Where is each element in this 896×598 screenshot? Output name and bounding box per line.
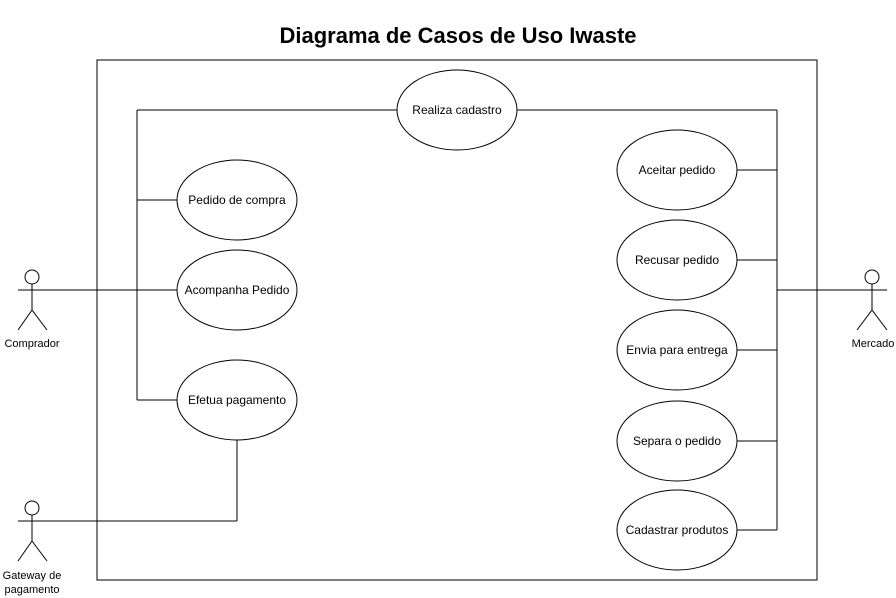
stick-figure-icon xyxy=(17,500,48,562)
actor-mercado: Mercado xyxy=(852,269,895,350)
use-case-realiza-cadastro: Realiza cadastro xyxy=(396,69,518,151)
use-case-label: Aceitar pedido xyxy=(639,163,716,177)
use-case-label: Recusar pedido xyxy=(635,253,719,267)
use-case-cadastrar-produtos: Cadastrar produtos xyxy=(616,489,738,571)
use-case-label: Cadastrar produtos xyxy=(626,523,729,537)
connector-lines xyxy=(47,109,870,531)
diagram-title: Diagrama de Casos de Uso Iwaste xyxy=(279,23,636,48)
actor-gateway-de-pagamento: Gateway de pagamento xyxy=(3,500,62,596)
use-case-aceitar-pedido: Aceitar pedido xyxy=(616,129,738,211)
use-case-ellipse xyxy=(176,159,298,241)
use-case-efetua-pagamento: Efetua pagamento xyxy=(176,359,298,441)
use-case-label: Acompanha Pedido xyxy=(185,283,290,297)
use-case-pedido-de-compra: Pedido de compra xyxy=(176,159,298,241)
actor-label: Mercado xyxy=(852,338,895,350)
use-case-acompanha-pedido: Acompanha Pedido xyxy=(176,249,298,331)
system-boundary xyxy=(96,59,818,581)
use-case-label: Efetua pagamento xyxy=(188,393,286,407)
actor-comprador: Comprador xyxy=(4,269,60,350)
stick-figure-icon xyxy=(856,269,888,331)
actor-label: Comprador xyxy=(4,338,59,350)
stick-figure-icon xyxy=(17,269,48,331)
use-case-label: Pedido de compra xyxy=(188,193,286,207)
use-case-label: Envia para entrega xyxy=(626,343,728,357)
actor-label-line-1: Gateway de xyxy=(3,570,62,582)
use-case-ellipse xyxy=(616,129,738,211)
use-case-label: Separa o pedido xyxy=(633,434,721,448)
use-case-ellipse xyxy=(616,219,738,301)
use-case-ellipse xyxy=(396,69,518,151)
use-case-ellipse xyxy=(176,249,298,331)
use-case-ellipse xyxy=(616,489,738,571)
use-case-label: Realiza cadastro xyxy=(412,103,502,117)
use-case-separa-o-pedido: Separa o pedido xyxy=(616,400,738,482)
use-case-ellipse xyxy=(616,309,738,391)
use-case-ellipse xyxy=(176,359,298,441)
use-case-recusar-pedido: Recusar pedido xyxy=(616,219,738,301)
use-case-envia-para-entrega: Envia para entrega xyxy=(616,309,738,391)
actor-label-line-2: pagamento xyxy=(4,584,59,596)
use-case-ellipse xyxy=(616,400,738,482)
